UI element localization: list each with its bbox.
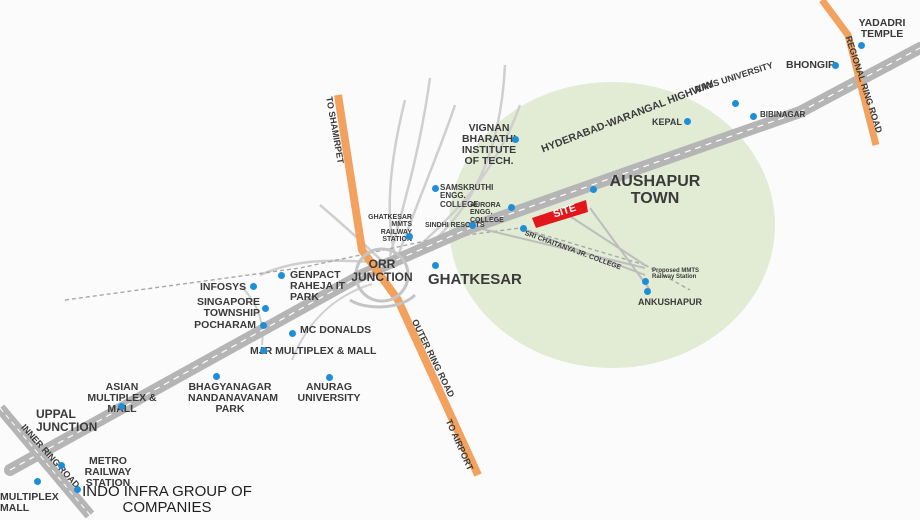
regional-ring-road-line [819, 0, 880, 146]
place-mjr: MJR MULTIPLEX & MALL [250, 345, 377, 357]
anurag-marker[interactable] [326, 374, 333, 381]
ghatkesar-mmts-marker[interactable] [406, 233, 413, 240]
inner-ring-road-line [0, 404, 95, 519]
south-roads [239, 283, 373, 361]
genpact-marker[interactable] [278, 272, 285, 279]
place-infosys: INFOSYS [200, 281, 247, 293]
infosys-marker[interactable] [250, 283, 257, 290]
mjr-marker[interactable] [260, 347, 267, 354]
proposed-mmts-marker[interactable] [642, 278, 649, 285]
place-mc-donalds: MC DONALDS [300, 324, 372, 336]
place-bhagyanagar: BHAGYANAGAR NANDANAVANAM PARK [188, 381, 279, 416]
bhagyanagar-marker[interactable] [213, 373, 220, 380]
aushapur-town-marker[interactable] [590, 186, 597, 193]
aiims-university-marker[interactable] [732, 100, 739, 107]
place-bibinagar: BIBINAGAR [760, 110, 806, 119]
ankushapur-marker[interactable] [644, 288, 651, 295]
place-anurag: ANURAG UNIVERSITY [297, 381, 361, 405]
asian-marker[interactable] [118, 403, 125, 410]
multiplex-mall-marker[interactable] [34, 478, 41, 485]
sindhi-resorts-marker[interactable] [469, 222, 476, 229]
place-bhongir: BHONGIR [786, 59, 836, 71]
place-yadadri-temple: YADADRI TEMPLE [858, 17, 906, 41]
highway-line [4, 42, 920, 476]
kepal-marker[interactable] [684, 118, 691, 125]
sri-chaitanya-marker[interactable] [520, 225, 527, 232]
bhongir-marker[interactable] [832, 62, 839, 69]
place-metro: METRO RAILWAY STATION [84, 455, 132, 490]
railway-line [64, 227, 691, 301]
place-aurora: AURORA ENGG. COLLEGE [470, 202, 504, 224]
place-uppal: UPPAL JUNCTION [36, 407, 98, 434]
minor-roads [259, 64, 522, 277]
place-ankushapur: ANKUSHAPUR [638, 297, 703, 307]
place-kepal: KEPAL [652, 117, 682, 127]
vignan-marker[interactable] [512, 136, 519, 143]
orr-junction-loop [349, 247, 417, 309]
place-samskruthi: SAMSKRUTHI ENGG. COLLEGE [440, 183, 494, 209]
singapore-marker[interactable] [262, 305, 269, 312]
yadadri-temple-marker[interactable] [858, 42, 865, 49]
aurora-marker[interactable] [508, 204, 515, 211]
place-indo-infra: INDO INFRA GROUP OF COMPANIES [82, 483, 252, 516]
indo-infra-marker[interactable] [74, 486, 81, 493]
pocharam-marker[interactable] [260, 322, 267, 329]
place-ghatkesar: GHATKESAR [428, 271, 522, 288]
place-aushapur-town: AUSHAPUR TOWN [609, 173, 701, 207]
mc-donalds-marker[interactable] [289, 330, 296, 337]
place-pocharam: POCHARAM [194, 319, 256, 331]
place-ghatkesar-mmts: GHATKESAR MMTS RAILWAY STATION [368, 214, 412, 244]
place-proposed-mmts: Proposed MMTS Railway Station [652, 268, 700, 281]
place-singapore: SINGAPORE TOWNSHIP [196, 296, 260, 320]
place-multiplex-mall: MULTIPLEX MALL [0, 491, 59, 515]
bibinagar-marker[interactable] [750, 113, 757, 120]
place-genpact: GENPACT RAHEJA IT PARK [290, 269, 346, 304]
metro-marker[interactable] [58, 462, 65, 469]
ankushapur-roads [469, 207, 651, 291]
place-orr-junction: ORR JUNCTION [351, 257, 413, 284]
site-marker[interactable] [532, 200, 588, 228]
samskruthi-marker[interactable] [432, 185, 439, 192]
outer-ring-road-line [334, 94, 482, 477]
place-vignan: VIGNAN BHARATHI INSTITUTE OF TECH. [461, 122, 517, 168]
ghatkesar-marker[interactable] [432, 262, 439, 269]
place-sindhi-resorts: SINDHI RESORTS [425, 222, 485, 229]
